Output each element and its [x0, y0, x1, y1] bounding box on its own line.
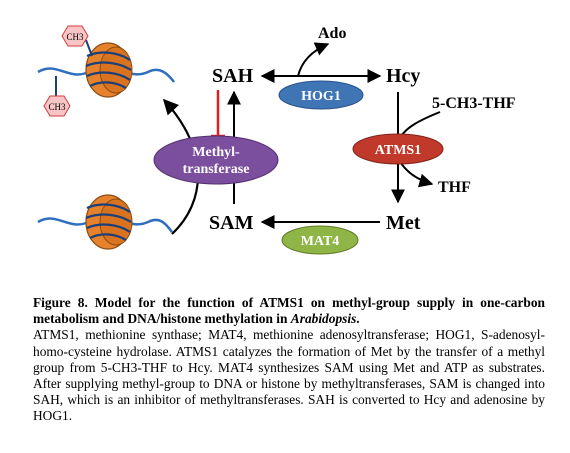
caption-title-species: Arabidopsis	[290, 311, 357, 327]
enzyme-methyltransferase: Methyl- transferase	[153, 135, 279, 185]
methyl-cycle-diagram: CH3 CH3 SAH Ado Hcy 5-CH3-THF THF Met SA…	[37, 25, 516, 255]
ch3-tag-dna: CH3	[43, 95, 71, 117]
methyltransferase-label-2: transferase	[183, 162, 250, 177]
arrow-to-ado	[297, 42, 330, 77]
mat4-label: MAT4	[301, 234, 340, 249]
node-met: Met	[386, 212, 421, 234]
caption-title: Figure 8. Model for the function of ATMS…	[33, 295, 545, 327]
inhibition-sah-methyltransferase	[211, 90, 225, 138]
caption-title-end: .	[356, 311, 360, 327]
node-5-ch3-thf: 5-CH3-THF	[432, 95, 516, 112]
enzyme-mat4: MAT4	[281, 225, 359, 255]
ch3-label-1: CH3	[66, 32, 84, 42]
node-sam: SAM	[209, 212, 254, 234]
atms1-label: ATMS1	[375, 143, 421, 158]
histone-octamer-top	[85, 42, 133, 98]
enzyme-hog1: HOG1	[278, 80, 364, 110]
unmethylated-nucleosome	[37, 194, 173, 250]
ch3-label-2: CH3	[48, 102, 66, 112]
caption-title-prefix: Figure 8. Model for the function of ATMS…	[33, 295, 545, 327]
histone-octamer-bottom	[85, 194, 133, 250]
node-ado: Ado	[318, 25, 346, 42]
figure-caption: Figure 8. Model for the function of ATMS…	[33, 295, 545, 425]
caption-body: ATMS1, methionine synthase; MAT4, methio…	[33, 327, 545, 424]
methylated-nucleosome: CH3 CH3	[37, 25, 175, 117]
ch3-tag-histone: CH3	[61, 25, 89, 47]
hog1-label: HOG1	[301, 89, 341, 104]
methyltransferase-label-1: Methyl-	[192, 145, 240, 160]
enzyme-atms1: ATMS1	[352, 133, 444, 165]
node-thf: THF	[438, 179, 471, 196]
node-sah: SAH	[212, 65, 254, 87]
node-hcy: Hcy	[386, 65, 420, 87]
